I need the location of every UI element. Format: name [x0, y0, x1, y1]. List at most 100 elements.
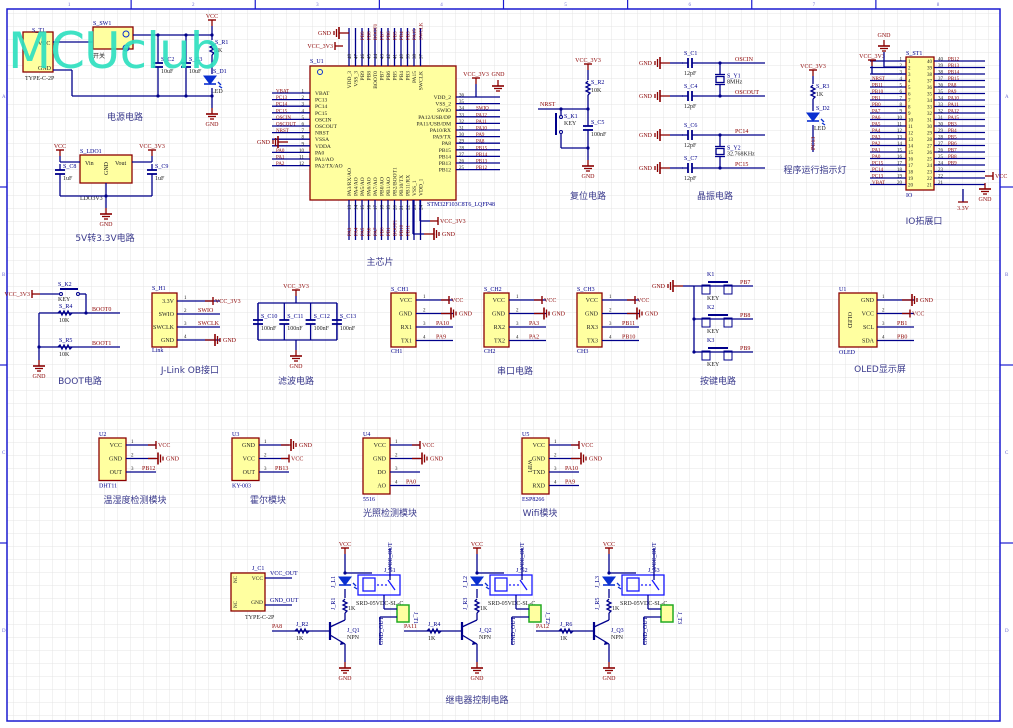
ldo-pin: Vout	[115, 161, 127, 167]
net-label: BOOT1	[394, 219, 399, 236]
cap-value: 12pF	[684, 176, 697, 182]
pin-name: PB14	[439, 154, 451, 160]
pin-number: 9	[900, 110, 903, 115]
section-title-keys: 按键电路	[700, 375, 736, 387]
pin-number: 27	[927, 145, 933, 150]
led-ray	[820, 118, 825, 123]
uart-part: CH3	[577, 349, 588, 355]
net-label: PA5	[361, 227, 366, 236]
net-label: PA1	[276, 156, 285, 161]
ground-symbol: GND	[639, 90, 670, 102]
net-label: PB9	[948, 162, 957, 167]
pin-name: VCC	[374, 443, 386, 449]
pin-number: 25	[927, 158, 933, 163]
jlink-body	[151, 292, 178, 348]
power-label: VCC_3V3	[283, 284, 309, 290]
pin-name: PA6/AO	[367, 177, 373, 196]
pin-name: PA10/RX	[430, 128, 451, 134]
cap-ref: S_C1	[684, 51, 697, 57]
cap-ref: S_C12	[314, 314, 330, 320]
net-label: PA11	[404, 624, 417, 630]
power-port: VCC	[412, 441, 434, 449]
net-label: PA9	[948, 90, 957, 95]
section-title-module: 温湿度检测模块	[103, 494, 166, 506]
column-number: 5	[564, 3, 567, 8]
ground-label: GND	[920, 298, 934, 304]
pin-number: 18	[381, 205, 386, 211]
key-leg	[723, 284, 733, 295]
net-label: PA3	[529, 321, 539, 327]
module-part: ESP8266	[522, 497, 544, 503]
ground-label: GND	[100, 222, 114, 228]
net-label: PA8	[476, 140, 485, 145]
relay-channel: VCCJ_L11KJ_R1J_S1SRD-05VDC-SL-CVCC_OUTJ_…	[272, 542, 418, 682]
resistor-value: 1K	[612, 606, 620, 612]
section-title-module: 霍尔模块	[250, 494, 286, 506]
net-label: OSCIN	[735, 57, 754, 63]
boot-circuit: VCC_3V3S_K2KEYS_R410KS_R510KBOOT0BOOT1GN…	[4, 282, 120, 380]
power-label: VCC	[158, 443, 170, 449]
cap-ref: S_C9	[155, 164, 168, 170]
pin-number: 21	[927, 184, 933, 189]
uart-ref: S_CH2	[484, 287, 502, 293]
pin-name: OUT	[110, 470, 123, 476]
pin-name: VDD_1	[419, 178, 425, 196]
pin-name: OSCOUT	[315, 124, 338, 130]
cap-value: 12pF	[684, 104, 697, 110]
net-label: PB4	[948, 129, 957, 134]
switch-part: 开关	[93, 52, 105, 60]
pin-name: PA5/AO	[360, 177, 366, 196]
pin-name: SWIO	[437, 108, 451, 114]
net-label: PA12	[536, 624, 549, 630]
led-ray	[353, 586, 358, 590]
pin-number: 13	[908, 138, 914, 143]
pin-number: 33	[459, 113, 465, 118]
pin-number: 3	[554, 467, 557, 472]
cap-value: 12pF	[684, 71, 697, 77]
pin-name: TX1	[401, 339, 412, 345]
net-label: NRST	[540, 102, 556, 108]
key-ref: K2	[707, 305, 714, 311]
net-label: PB0	[872, 103, 881, 108]
section-title-boot: BOOT电路	[58, 375, 102, 387]
led-ray	[821, 122, 826, 126]
pin-number: 36	[938, 84, 944, 89]
pin-number: 7	[302, 129, 305, 134]
pin-number: 23	[927, 171, 933, 176]
net-label: PA4	[872, 129, 881, 134]
junction-dot	[475, 571, 479, 575]
pin-number: 35	[927, 93, 933, 98]
led-ref: S_D2	[816, 106, 830, 112]
resistor-ref: J_R3	[463, 598, 469, 610]
pin-number: 27	[938, 142, 944, 147]
pin-number: 34	[927, 99, 933, 104]
net-label: PB8	[740, 313, 750, 319]
power-label: VCC	[451, 298, 463, 304]
ground-symbol: GND	[257, 136, 288, 148]
resistor-zigzag	[57, 343, 73, 351]
pin-name: PA12/USB/DP	[418, 115, 451, 121]
jlink-ref: S_H1	[152, 286, 166, 292]
section-title-io: IO拓展口	[906, 215, 943, 227]
uart-ref: S_CH1	[391, 287, 409, 293]
pin-number: 29	[459, 140, 465, 145]
pin-number: 30	[459, 133, 465, 138]
pin-number: 32	[938, 110, 944, 115]
pin-number: 20	[394, 205, 399, 211]
filter-circuit: VCC_3V3S_C10100nFS_C11100nFS_C12100nFS_C…	[253, 284, 356, 370]
pin-number: 13	[897, 136, 903, 141]
ground-label: GND	[442, 232, 456, 238]
cap-ref: S_C8	[63, 164, 76, 170]
pin-name: GND	[861, 298, 875, 304]
net-label: PC14	[872, 168, 884, 173]
net-label: PC15	[735, 162, 748, 168]
net-label: PA9	[436, 335, 446, 341]
